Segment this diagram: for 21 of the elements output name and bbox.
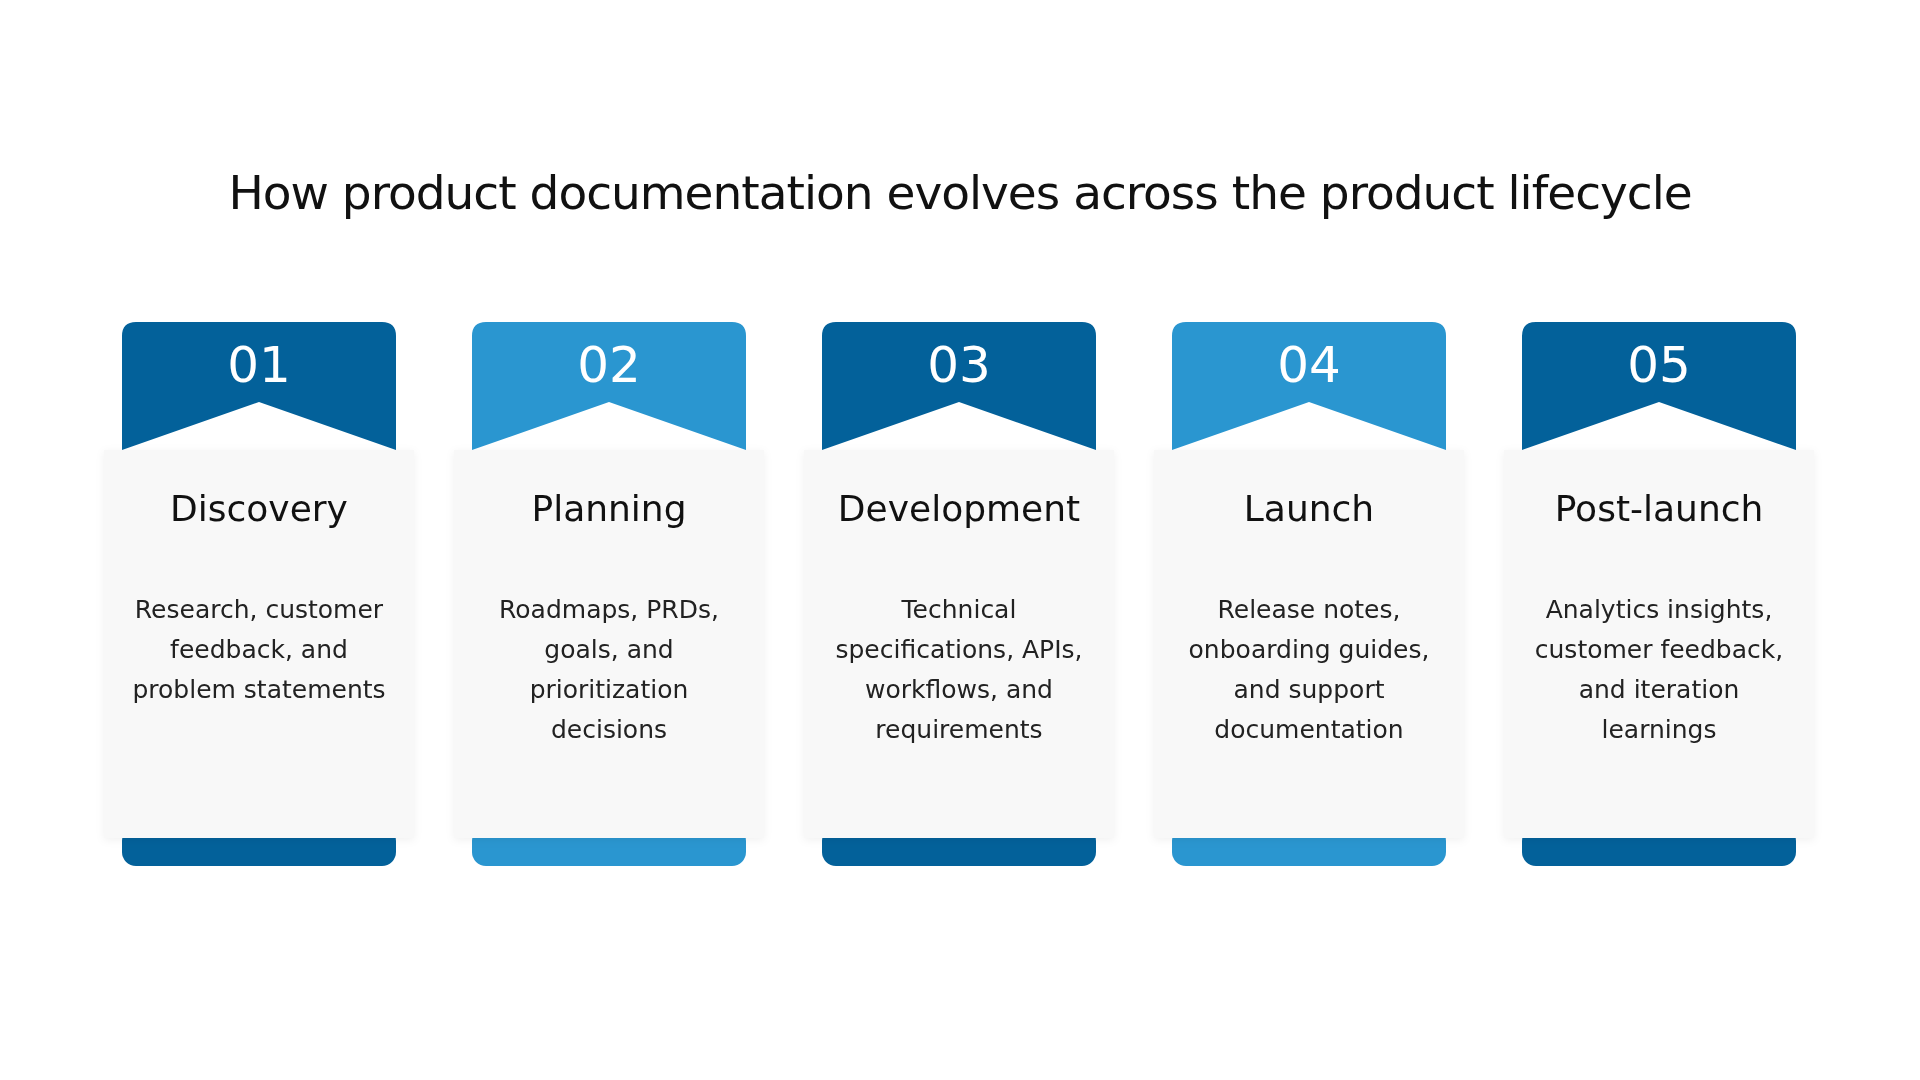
stage-card [454, 322, 764, 866]
step-number: 05 [1627, 336, 1691, 394]
stage-description: Roadmaps, PRDs, goals, and prioritization decisions [498, 594, 720, 746]
step-number: 04 [1277, 336, 1341, 394]
stage-heading: Planning [531, 488, 687, 529]
stage-heading: Development [837, 488, 1081, 529]
step-number: 01 [227, 336, 291, 394]
step-number: 02 [577, 336, 641, 394]
stage-card [104, 322, 414, 866]
stage-card [1504, 322, 1814, 866]
stage-heading: Launch [1243, 488, 1375, 529]
stage-heading: Discovery [170, 488, 348, 529]
stage-card [1154, 322, 1464, 866]
stage-description: Analytics insights, customer feedback, and iteration learnings [1533, 594, 1785, 746]
step-number: 03 [927, 336, 991, 394]
stage-description: Release notes, onboarding guides, and support documentation [1187, 594, 1431, 746]
title: How product documentation evolves across the product lifecycle [228, 165, 1692, 220]
stage-description: Technical specifications, APIs, workflows, and requirements [834, 594, 1084, 746]
stage-description: Research, customer feedback, and problem statements [131, 594, 387, 706]
stage-card [804, 322, 1114, 866]
stage-heading: Post-launch [1554, 488, 1764, 529]
